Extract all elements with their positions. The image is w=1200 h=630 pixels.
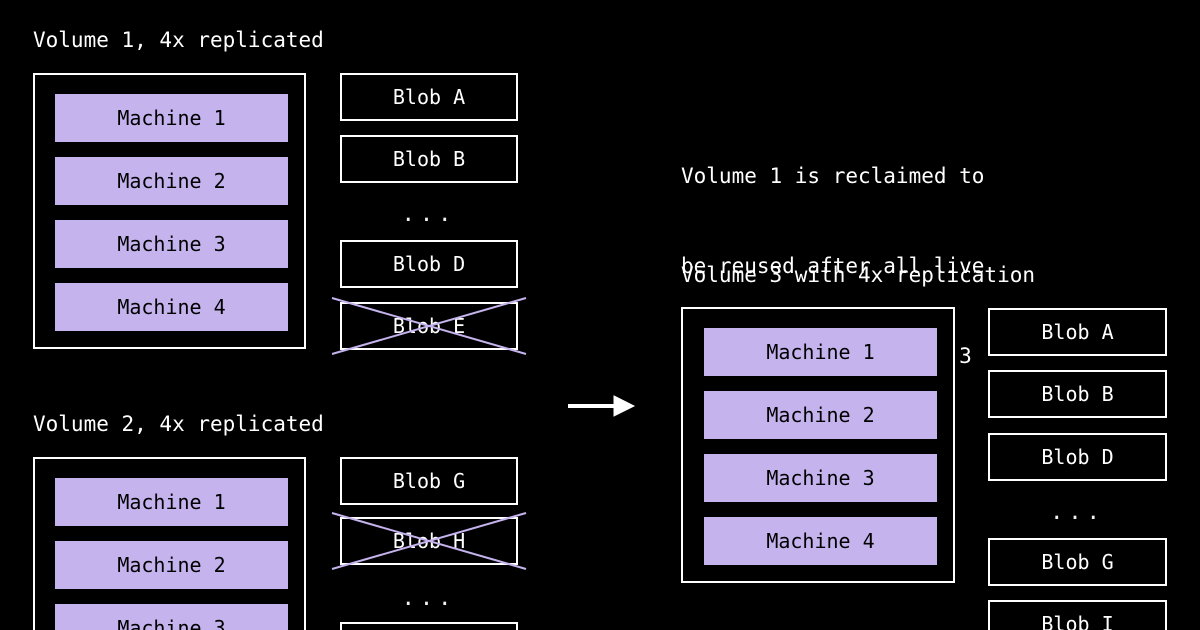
blob-label: Blob H bbox=[392, 529, 466, 553]
volume-2-blob-h[interactable]: Blob H bbox=[340, 517, 518, 565]
volume-3-blob-i[interactable]: Blob I bbox=[988, 600, 1167, 630]
machine-label: Machine 1 bbox=[117, 490, 226, 514]
volume-2-blob-ellipsis: ... bbox=[401, 586, 457, 611]
blob-label: Blob B bbox=[1041, 382, 1114, 406]
volume-1-machine-4[interactable]: Machine 4 bbox=[55, 283, 288, 331]
volume-1-machine-3[interactable]: Machine 3 bbox=[55, 220, 288, 268]
machine-label: Machine 2 bbox=[117, 169, 226, 193]
machine-label: Machine 4 bbox=[766, 529, 875, 553]
machine-label: Machine 2 bbox=[766, 403, 875, 427]
reclaim-note-line-2: be reused after all live bbox=[681, 254, 985, 278]
blob-label: Blob D bbox=[1041, 445, 1114, 469]
machine-label: Machine 3 bbox=[766, 466, 875, 490]
volume-1-machines-container: Machine 1 Machine 2 Machine 3 Machine 4 bbox=[33, 73, 306, 349]
volume-3-blob-ellipsis: ... bbox=[1050, 500, 1105, 525]
volume-1-blob-ellipsis: ... bbox=[401, 202, 457, 227]
blob-label: Blob A bbox=[392, 85, 466, 109]
volume-3-machine-2[interactable]: Machine 2 bbox=[704, 391, 937, 439]
volume-3-blob-b[interactable]: Blob B bbox=[988, 370, 1167, 418]
machine-label: Machine 1 bbox=[766, 340, 875, 364]
volume-1-machine-2[interactable]: Machine 2 bbox=[55, 157, 288, 205]
volume-1-title: Volume 1, 4x replicated bbox=[33, 28, 324, 52]
volume-1-blob-a[interactable]: Blob A bbox=[340, 73, 518, 121]
blob-label: Blob A bbox=[1041, 320, 1114, 344]
volume-3-blob-g[interactable]: Blob G bbox=[988, 538, 1167, 586]
volume-3-title: Volume 3 with 4x replication bbox=[681, 263, 1036, 287]
volume-1-blob-e[interactable]: Blob E bbox=[340, 302, 518, 350]
volume-3-machine-1[interactable]: Machine 1 bbox=[704, 328, 937, 376]
machine-label: Machine 1 bbox=[117, 106, 226, 130]
machine-label: Machine 3 bbox=[117, 616, 226, 630]
machine-label: Machine 4 bbox=[117, 295, 226, 319]
volume-1-blob-b[interactable]: Blob B bbox=[340, 135, 518, 183]
volume-2-machines-container: Machine 1 Machine 2 Machine 3 bbox=[33, 457, 306, 630]
volume-2-blob-g[interactable]: Blob G bbox=[340, 457, 518, 505]
volume-3-machines-container: Machine 1 Machine 2 Machine 3 Machine 4 bbox=[681, 307, 955, 583]
transition-arrow-icon bbox=[566, 392, 636, 424]
machine-label: Machine 2 bbox=[117, 553, 226, 577]
machine-label: Machine 3 bbox=[117, 232, 226, 256]
volume-1-blob-d[interactable]: Blob D bbox=[340, 240, 518, 288]
volume-2-machine-3[interactable]: Machine 3 bbox=[55, 604, 288, 630]
blob-label: Blob G bbox=[1041, 550, 1114, 574]
volume-2-machine-1[interactable]: Machine 1 bbox=[55, 478, 288, 526]
volume-3-machine-4[interactable]: Machine 4 bbox=[704, 517, 937, 565]
blob-label: Blob D bbox=[392, 252, 466, 276]
volume-3-blob-a[interactable]: Blob A bbox=[988, 308, 1167, 356]
blob-label: Blob G bbox=[392, 469, 466, 493]
volume-2-blob-extra[interactable] bbox=[340, 622, 518, 630]
volume-1-machine-1[interactable]: Machine 1 bbox=[55, 94, 288, 142]
volume-2-title: Volume 2, 4x replicated bbox=[33, 412, 324, 436]
volume-2-machine-2[interactable]: Machine 2 bbox=[55, 541, 288, 589]
volume-3-blob-d[interactable]: Blob D bbox=[988, 433, 1167, 481]
reclaim-note-line-1: Volume 1 is reclaimed to bbox=[681, 164, 985, 188]
blob-label: Blob I bbox=[1041, 612, 1114, 630]
blob-label: Blob E bbox=[392, 314, 466, 338]
volume-3-machine-3[interactable]: Machine 3 bbox=[704, 454, 937, 502]
blob-label: Blob B bbox=[392, 147, 466, 171]
